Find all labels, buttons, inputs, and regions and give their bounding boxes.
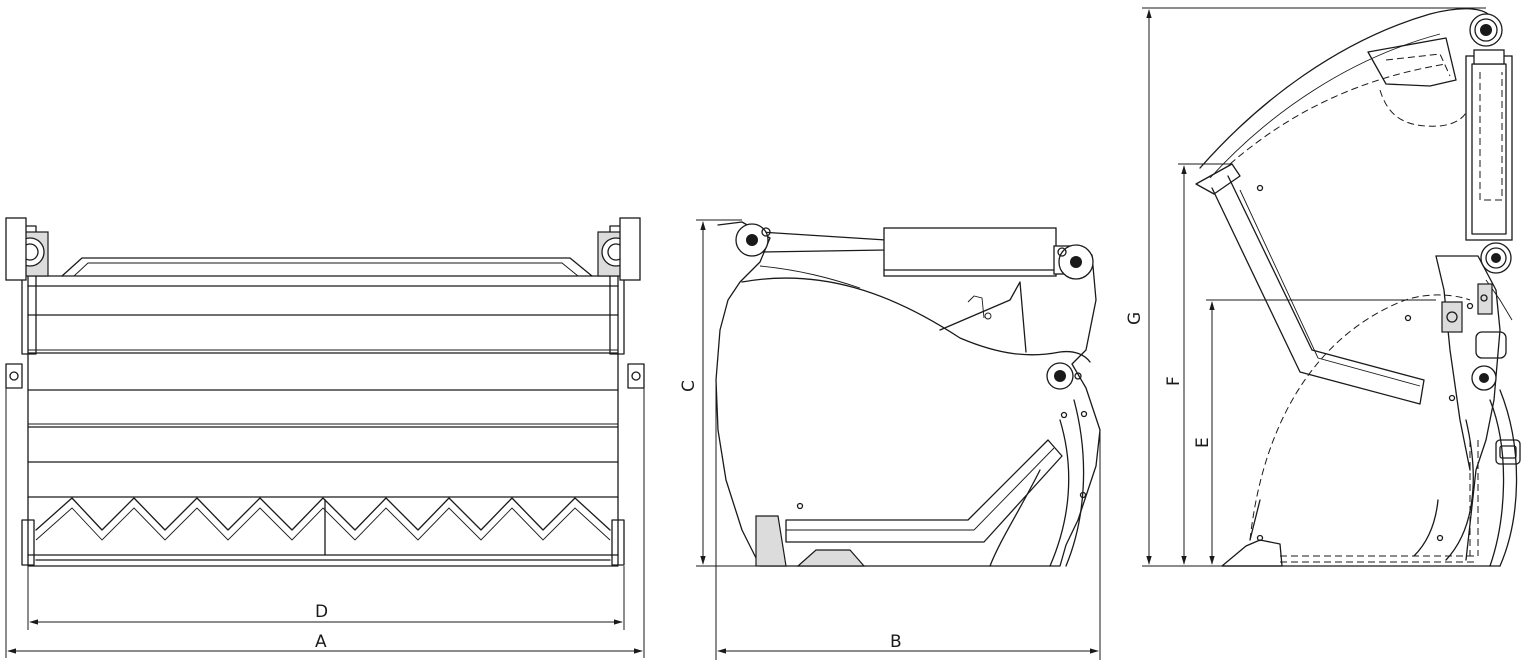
dimension-label-e: E [1193, 437, 1213, 448]
right-hinge [597, 217, 641, 281]
dimension-label-g: G [1125, 312, 1145, 325]
dimension-label-b: B [890, 632, 902, 652]
left-hinge [5, 217, 49, 281]
dimension-label-a: A [315, 632, 327, 652]
side-view [696, 219, 1101, 660]
dimension-label-c: C [679, 380, 699, 392]
dimension-label-f: F [1164, 376, 1184, 386]
open-view [1142, 7, 1521, 567]
front-view [5, 217, 645, 658]
dimension-label-d: D [315, 602, 328, 622]
